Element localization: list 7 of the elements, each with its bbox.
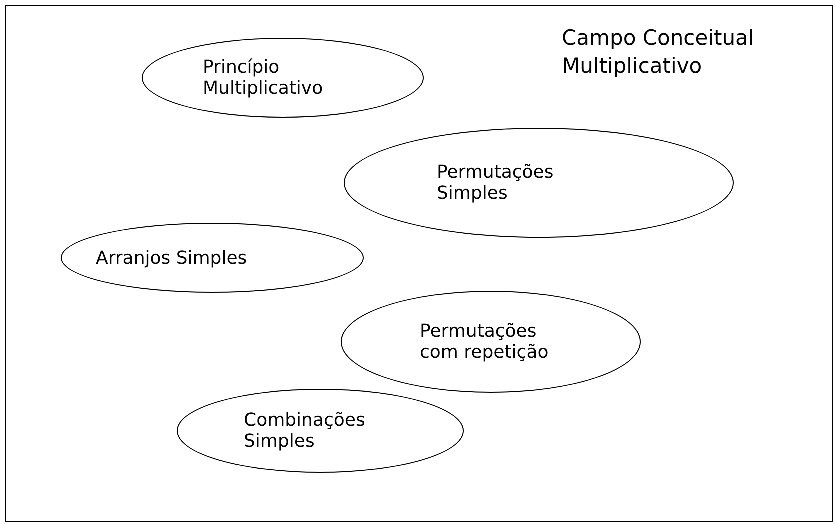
concept-label: Arranjos Simples [96,248,248,268]
concept-label: Princípio Multiplicativo [203,57,324,99]
frame-box [5,5,833,522]
concept-label: Permutações Simples [437,162,555,204]
frame-heading: Campo Conceitual Multiplicativo [562,25,756,80]
concept-label: Combinações Simples [244,410,366,452]
concept-label: Permutações com repetição [420,321,550,363]
